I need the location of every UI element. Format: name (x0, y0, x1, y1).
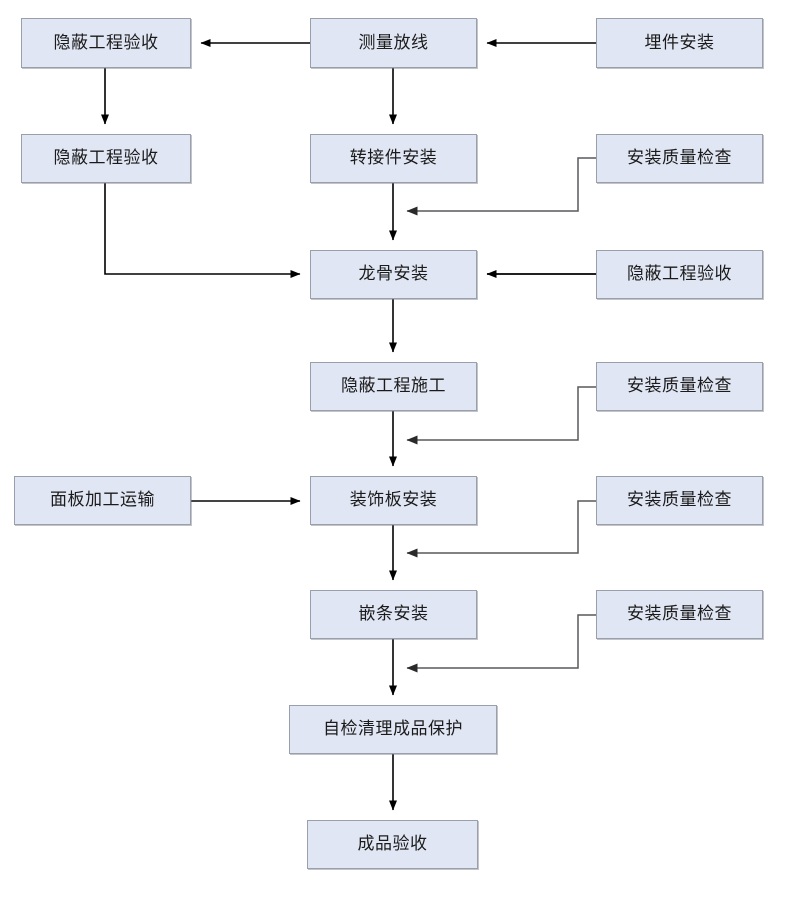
node-embedded-parts-installation[interactable]: 埋件安装 (596, 18, 763, 68)
node-final-product-acceptance[interactable]: 成品验收 (307, 820, 478, 869)
node-label: 龙骨安装 (358, 264, 429, 284)
node-label: 安装质量检查 (627, 490, 732, 510)
node-surveying-setting-out[interactable]: 测量放线 (310, 18, 477, 68)
node-label: 埋件安装 (644, 32, 715, 53)
node-label: 成品验收 (357, 834, 428, 854)
node-label: 嵌条安装 (358, 604, 429, 624)
node-panel-fabrication-transport[interactable]: 面板加工运输 (14, 476, 191, 525)
node-adapter-installation[interactable]: 转接件安装 (310, 134, 477, 183)
node-hidden-works-acceptance-keel[interactable]: 隐蔽工程验收 (596, 250, 763, 299)
node-label: 装饰板安装 (349, 490, 438, 510)
node-keel-installation[interactable]: 龙骨安装 (310, 250, 477, 299)
node-decorative-panel-installation[interactable]: 装饰板安装 (310, 476, 477, 525)
node-quality-check-adapter[interactable]: 安装质量检查 (596, 134, 763, 183)
node-quality-check-insert-strip[interactable]: 安装质量检查 (596, 590, 763, 639)
node-label: 隐蔽工程验收 (627, 264, 732, 284)
node-label: 安装质量检查 (627, 148, 732, 168)
node-label: 隐蔽工程验收 (53, 32, 159, 53)
node-quality-check-hidden-works[interactable]: 安装质量检查 (596, 362, 763, 411)
node-label: 隐蔽工程施工 (341, 376, 446, 396)
node-label: 安装质量检查 (627, 376, 732, 396)
node-insert-strip-installation[interactable]: 嵌条安装 (310, 590, 477, 639)
edge-n4-to-n7 (104, 183, 301, 278)
node-hidden-works-acceptance-top[interactable]: 隐蔽工程验收 (21, 18, 191, 68)
node-hidden-works-construction[interactable]: 隐蔽工程施工 (310, 362, 477, 411)
node-self-inspection-cleaning-protection[interactable]: 自检清理成品保护 (289, 705, 497, 754)
node-label: 隐蔽工程验收 (53, 148, 159, 168)
node-label: 测量放线 (358, 32, 429, 53)
node-label: 面板加工运输 (50, 490, 155, 510)
node-label: 转接件安装 (349, 148, 438, 168)
node-quality-check-decorative-panel[interactable]: 安装质量检查 (596, 476, 763, 525)
node-label: 安装质量检查 (627, 604, 732, 624)
node-label: 自检清理成品保护 (323, 719, 463, 739)
node-hidden-works-acceptance-second[interactable]: 隐蔽工程验收 (21, 134, 191, 183)
